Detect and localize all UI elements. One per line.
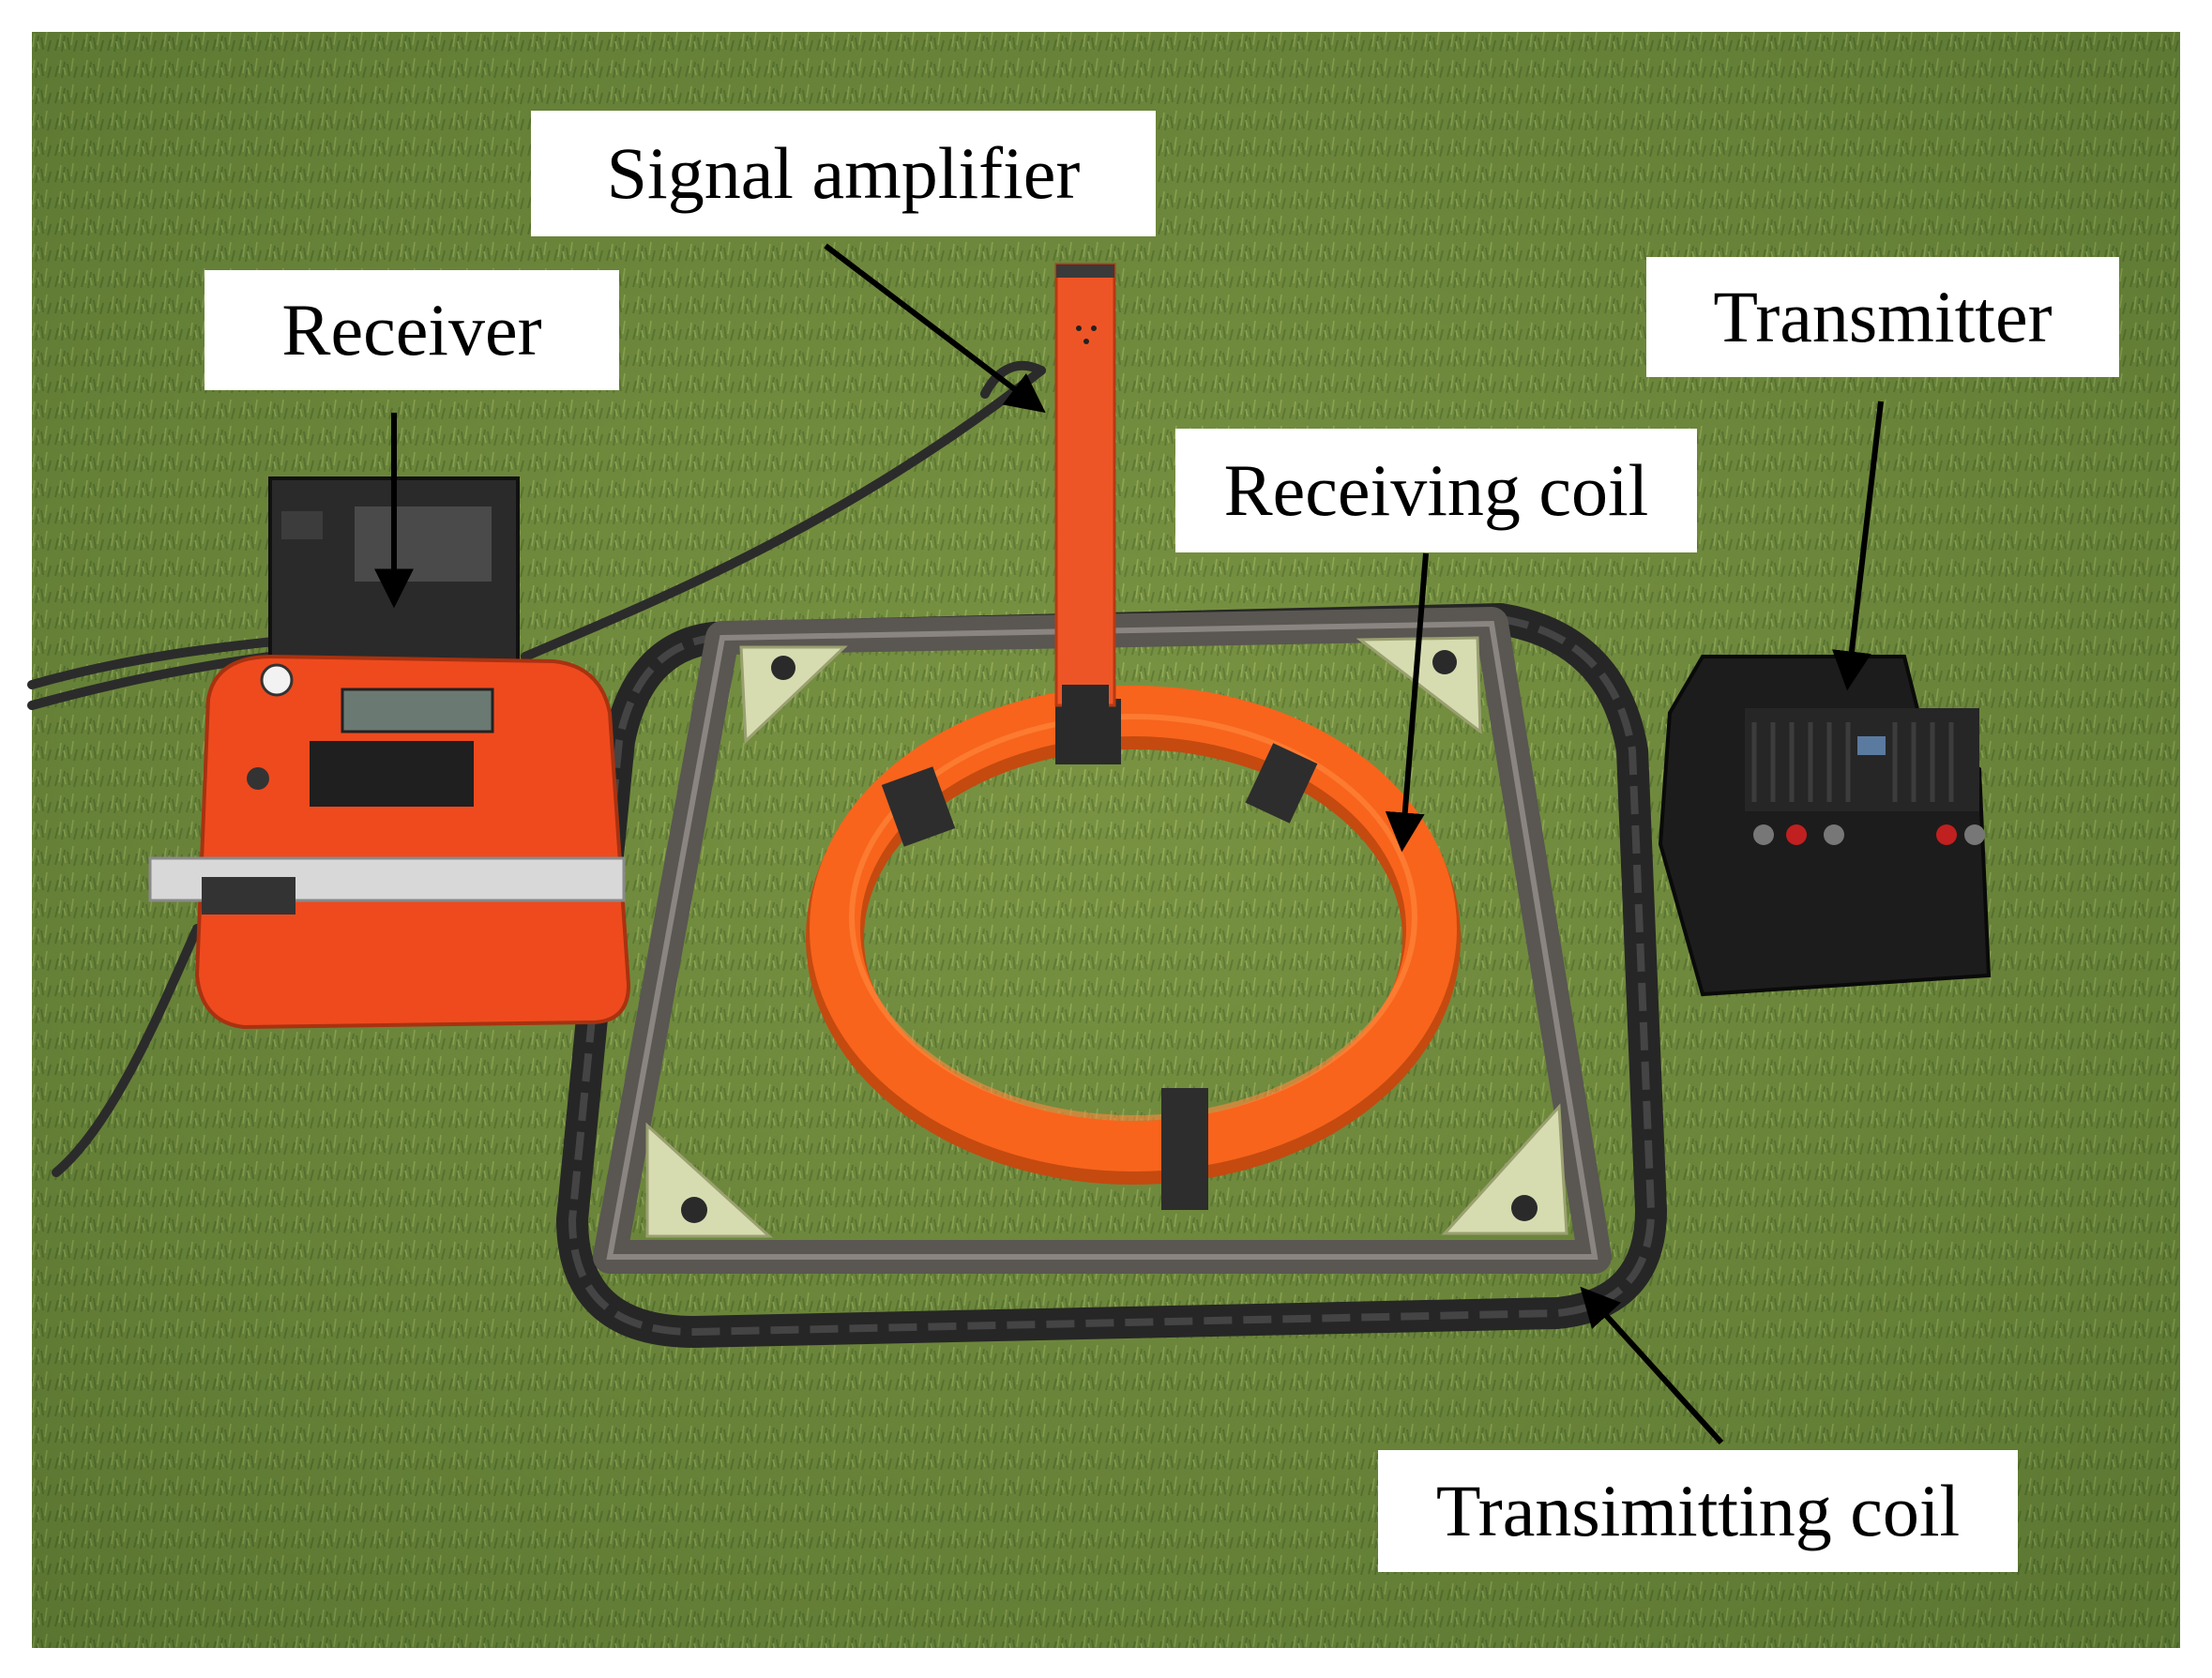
arrow-receiving-coil: [1385, 552, 1429, 853]
arrow-signal-amplifier: [824, 243, 1046, 414]
corner-plate-bottom-left: [645, 1122, 773, 1238]
label-transmitting-coil: Transimitting coil: [1378, 1450, 2018, 1572]
transmitter-device: [1658, 655, 1992, 997]
transmitting-coil: [556, 603, 1667, 1348]
corner-plate-top-left: [739, 645, 848, 745]
pointer-arrows: [374, 243, 1884, 1445]
coil-frame: [593, 607, 1612, 1274]
arrow-transmitting-coil: [1580, 1286, 1724, 1445]
label-signal-amplifier: Signal amplifier: [531, 111, 1156, 236]
receiving-coil: [806, 686, 1461, 1210]
arrow-transmitter: [1832, 401, 1884, 691]
label-receiver: Receiver: [205, 270, 619, 390]
label-receiving-coil: Receiving coil: [1175, 429, 1697, 552]
signal-amplifier-device: [1054, 263, 1121, 764]
label-transmitter: Transmitter: [1646, 257, 2119, 377]
corner-plate-bottom-right: [1441, 1103, 1568, 1235]
